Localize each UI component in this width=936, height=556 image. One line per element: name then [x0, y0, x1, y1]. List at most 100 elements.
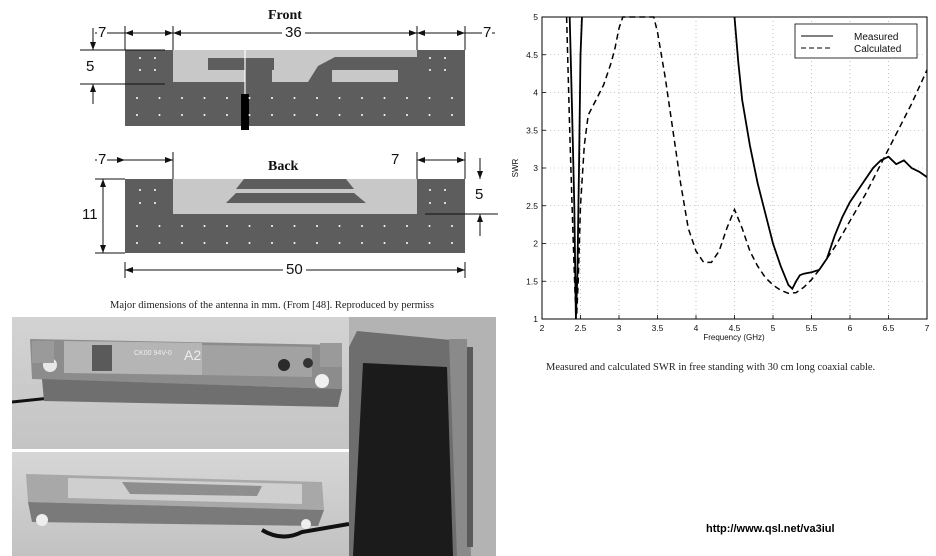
via-dot: [383, 97, 386, 99]
via-dot: [361, 114, 363, 116]
y-tick-label: 2.5: [526, 201, 538, 211]
via-dot: [158, 114, 161, 116]
via-dot: [154, 202, 156, 204]
x-tick-label: 5: [771, 323, 776, 333]
via-dot: [451, 114, 453, 116]
y-tick-label: 2: [533, 239, 538, 249]
via-dot: [316, 97, 318, 99]
via-dot: [429, 202, 431, 204]
via-dot: [361, 97, 363, 99]
via-dot: [338, 242, 341, 244]
y-tick-label: 5: [533, 12, 538, 22]
x-tick-label: 6: [848, 323, 853, 333]
via-dot: [338, 114, 341, 116]
via-dot: [158, 97, 161, 99]
via-dot: [203, 242, 206, 244]
via-dot: [451, 242, 453, 244]
figure-caption-swr: Measured and calculated SWR in free stan…: [546, 362, 876, 373]
via-dot: [406, 242, 408, 244]
via-dot: [203, 225, 206, 227]
series-measured-line: [568, 16, 583, 320]
via-dot: [406, 114, 408, 116]
via-dot: [226, 97, 228, 99]
via-dot: [154, 69, 156, 71]
x-tick-label: 3.5: [652, 323, 664, 333]
photo-laptop-mount: [349, 317, 496, 556]
via-dot: [428, 114, 431, 116]
via-dot: [181, 242, 183, 244]
via-dot: [136, 242, 138, 244]
dim-back-height: 11: [82, 206, 98, 223]
via-dot: [429, 189, 431, 191]
legend-measured-label: Measured: [854, 32, 898, 43]
via-dot: [444, 189, 446, 191]
via-dot: [136, 225, 138, 227]
via-dot: [428, 242, 431, 244]
via-dots: [136, 189, 453, 244]
via-dot: [383, 114, 386, 116]
antenna-dimension-drawing: [80, 26, 498, 278]
via-dot: [154, 57, 156, 59]
back-lower-slot: [226, 193, 366, 203]
legend-calculated-label: Calculated: [854, 44, 901, 55]
via-dot: [136, 114, 138, 116]
via-dot: [361, 242, 363, 244]
via-dot: [271, 97, 273, 99]
via-dot: [248, 97, 251, 99]
via-dot: [444, 57, 446, 59]
y-tick-label: 3: [533, 163, 538, 173]
via-dot: [139, 69, 141, 71]
via-dot: [429, 57, 431, 59]
x-tick-label: 4: [694, 323, 699, 333]
via-dot: [451, 97, 453, 99]
x-tick-label: 3: [617, 323, 622, 333]
dim-back-left: 7: [97, 151, 108, 168]
via-dot: [203, 97, 206, 99]
y-tick-label: 3.5: [526, 125, 538, 135]
via-dot: [444, 69, 446, 71]
front-slot: [208, 58, 274, 70]
back-label: Back: [268, 159, 299, 174]
front-label: Front: [268, 8, 302, 23]
via-dot: [451, 225, 453, 227]
via-dot: [428, 97, 431, 99]
dim-back-height-right: 5: [475, 186, 484, 203]
x-tick-label: 2: [540, 323, 545, 333]
via-dot: [293, 225, 296, 227]
via-dot: [406, 225, 408, 227]
via-dot: [429, 69, 431, 71]
series-lines: [565, 16, 928, 320]
via-dot: [444, 202, 446, 204]
via-dot: [271, 114, 273, 116]
via-dot: [338, 225, 341, 227]
photo-antenna-back: [12, 452, 349, 556]
via-dot: [316, 114, 318, 116]
y-tick-label: 4.5: [526, 50, 538, 60]
photo-chip-text-2: A2: [184, 347, 201, 363]
x-tick-label: 2.5: [575, 323, 587, 333]
photo-antenna-front: CK00 94V-0 A2: [12, 317, 349, 449]
via-dot: [271, 225, 273, 227]
via-dot: [271, 242, 273, 244]
via-dot: [226, 225, 228, 227]
via-dot: [154, 189, 156, 191]
via-dot: [158, 242, 161, 244]
via-dot: [316, 225, 318, 227]
via-dot: [248, 242, 251, 244]
via-dot: [316, 242, 318, 244]
x-tick-label: 6.5: [883, 323, 895, 333]
back-upper-slot: [236, 179, 354, 189]
via-dot: [361, 225, 363, 227]
via-dot: [383, 225, 386, 227]
y-tick-label: 1: [533, 314, 538, 324]
via-dot: [383, 242, 386, 244]
via-dot: [293, 242, 296, 244]
front-parasitic-strip: [332, 70, 398, 82]
y-tick-label: 4: [533, 88, 538, 98]
via-dot: [226, 114, 228, 116]
x-tick-label: 5.5: [806, 323, 818, 333]
via-dot: [181, 114, 183, 116]
via-dot: [428, 225, 431, 227]
x-tick-label: 4.5: [729, 323, 741, 333]
